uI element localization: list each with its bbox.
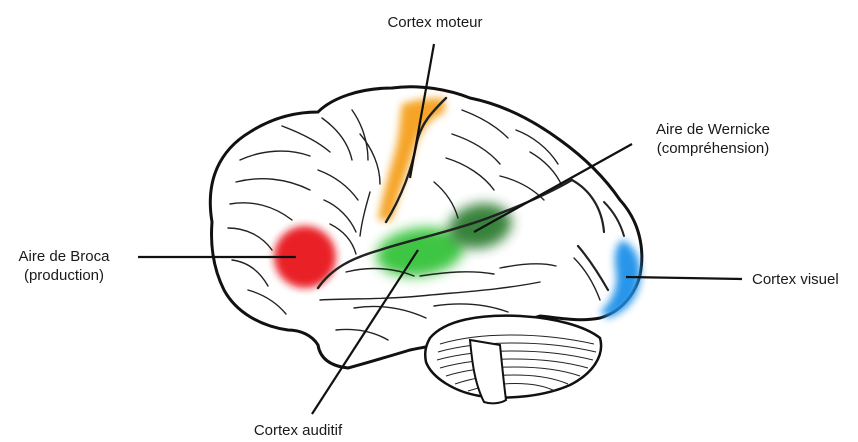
visual-cortex-pointer <box>626 277 742 279</box>
wernicke-label-line2: (compréhension) <box>638 139 788 158</box>
auditory-cortex-label: Cortex auditif <box>238 421 358 440</box>
visual-cortex-label: Cortex visuel <box>752 270 839 289</box>
broca-label-line1: Aire de Broca <box>4 247 124 266</box>
motor-cortex-label: Cortex moteur <box>380 13 490 32</box>
broca-label: Aire de Broca (production) <box>4 247 124 285</box>
wernicke-label-line1: Aire de Wernicke <box>638 120 788 139</box>
broca-label-line2: (production) <box>4 266 124 285</box>
wernicke-label: Aire de Wernicke (compréhension) <box>638 120 788 158</box>
